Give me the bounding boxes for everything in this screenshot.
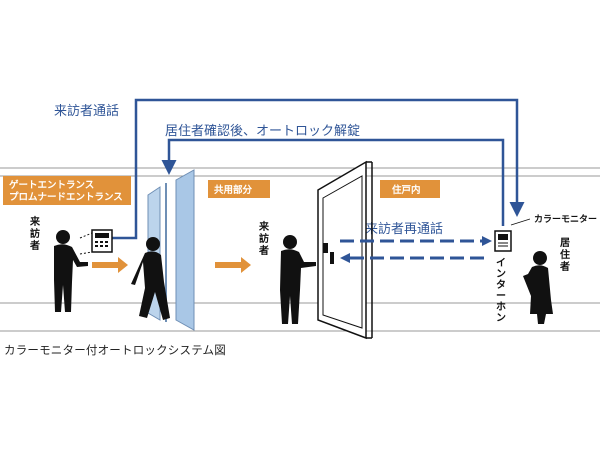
resident-label-c1: 居 bbox=[560, 237, 570, 249]
visitor-call-label: 来訪者通話 bbox=[54, 103, 119, 119]
zone-gate-box: ゲートエントランス プロムナードエントランス bbox=[3, 176, 131, 205]
visitor-label-2-c2: 訪 bbox=[259, 232, 269, 245]
visitor-recall-label: 来訪者再通話 bbox=[365, 221, 443, 237]
color-monitor-label-bg bbox=[530, 211, 600, 227]
intercom-label-c1: イ bbox=[496, 257, 506, 269]
visitor-silhouette-1 bbox=[54, 230, 88, 312]
zone-gate-label-1: ゲートエントランス bbox=[9, 179, 94, 191]
intercom-label-c6: ン bbox=[496, 313, 506, 324]
intercom-label: イ ン タ ー ホ ン bbox=[496, 257, 506, 324]
intercom-label-c3: タ bbox=[496, 279, 506, 291]
visitor-label-1-c3: 者 bbox=[29, 239, 40, 252]
visitor-label-2: 来 訪 者 bbox=[258, 220, 270, 257]
zone-gate-label-2: プロムナードエントランス bbox=[9, 191, 123, 203]
diagram-caption: カラーモニター付オートロックシステム図 bbox=[4, 343, 226, 357]
intercom-label-c2: ン bbox=[496, 269, 506, 280]
color-monitor-label: カラーモニター bbox=[534, 213, 597, 225]
visitor-label-2-c3: 者 bbox=[258, 244, 269, 257]
visitor-label-1: 来 訪 者 bbox=[29, 215, 41, 252]
resident-label-c3: 者 bbox=[559, 260, 570, 273]
visitor-call-line bbox=[112, 98, 525, 240]
resident-confirm-line bbox=[161, 138, 505, 226]
resident-silhouette bbox=[523, 251, 553, 324]
zone-dwelling-box: 住戸内 bbox=[380, 180, 440, 198]
intercom-label-c4: ー bbox=[496, 291, 506, 302]
resident-confirm-label: 居住者確認後、オートロック解錠 bbox=[165, 123, 360, 139]
apartment-door bbox=[317, 160, 373, 340]
zone-common-box: 共用部分 bbox=[208, 180, 270, 198]
intercom-label-c5: ホ bbox=[496, 301, 506, 313]
visitor-silhouette-3 bbox=[280, 235, 316, 324]
walk-arrows bbox=[92, 257, 251, 273]
color-monitor-device bbox=[494, 218, 531, 252]
zone-dwelling-label: 住戸内 bbox=[392, 184, 421, 196]
visitor-label-2-c1: 来 bbox=[258, 220, 270, 233]
visitor-label-1-c1: 来 bbox=[29, 215, 41, 228]
resident-label-c2: 住 bbox=[560, 248, 570, 261]
zone-common-label: 共用部分 bbox=[214, 184, 253, 196]
visitor-label-1-c2: 訪 bbox=[30, 227, 40, 240]
resident-label: 居 住 者 bbox=[559, 237, 570, 273]
visitor-silhouette-2 bbox=[131, 237, 170, 320]
visitor-recall-arrows bbox=[340, 236, 492, 263]
entrance-intercom-panel bbox=[79, 229, 113, 255]
